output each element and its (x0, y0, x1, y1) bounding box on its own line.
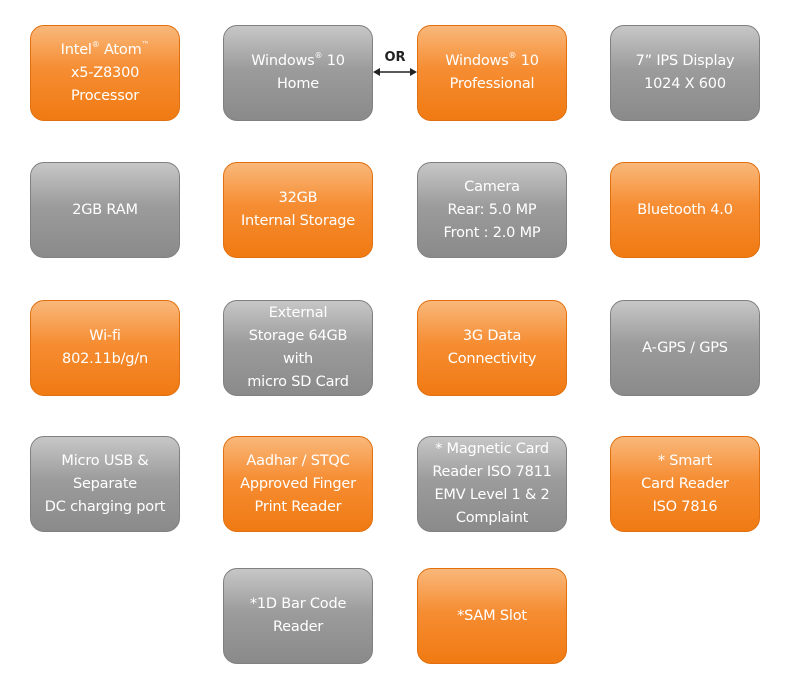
processor-line-1: Intel® Atom™ (60, 39, 150, 58)
camera-label: Camera Rear: 5.0 MP Front : 2.0 MP (444, 176, 541, 245)
wifi-tile: Wi-fi 802.11b/g/n (30, 300, 180, 396)
fingerprint-line-2: Approved Finger (240, 475, 356, 492)
processor-label: Intel® Atom™ x5-Z8300 Processor (61, 39, 150, 108)
sam-slot-line-1: *SAM Slot (457, 607, 527, 624)
windows-home-label: Windows® 10 Home (251, 50, 345, 96)
smart-card-line-2: Card Reader (641, 475, 729, 492)
processor-tile: Intel® Atom™ x5-Z8300 Processor (30, 25, 180, 121)
usb-label: Micro USB & Separate DC charging port (44, 450, 166, 519)
usb-line-3: DC charging port (44, 498, 166, 515)
smart-card-line-3: ISO 7816 (652, 498, 718, 515)
storage-tile: 32GB Internal Storage (223, 162, 373, 258)
wifi-label: Wi-fi 802.11b/g/n (62, 325, 148, 371)
usb-line-2: Separate (72, 475, 138, 492)
trademark-mark: ™ (141, 39, 150, 49)
bluetooth-tile: Bluetooth 4.0 (610, 162, 760, 258)
magnetic-card-line-2: Reader ISO 7811 (432, 464, 552, 480)
ram-line-1: 2GB RAM (72, 201, 138, 218)
data-connectivity-line-2: Connectivity (447, 351, 537, 367)
display-tile: 7” IPS Display 1024 X 600 (610, 25, 760, 121)
or-label: OR (384, 50, 406, 65)
magnetic-card-label: * Magnetic Card Reader ISO 7811 EMV Leve… (432, 438, 552, 530)
usb-tile: Micro USB & Separate DC charging port (30, 436, 180, 532)
magnetic-card-line-1: * Magnetic Card (435, 441, 549, 457)
or-connector-arrow (373, 68, 417, 76)
fingerprint-label: Aadhar / STQC Approved Finger Print Read… (240, 450, 356, 519)
registered-mark: ® (508, 51, 517, 61)
ram-tile: 2GB RAM (30, 162, 180, 258)
sam-slot-tile: *SAM Slot (417, 568, 567, 664)
external-storage-line-3: with (283, 351, 313, 367)
fingerprint-line-3: Print Reader (254, 498, 342, 515)
camera-tile: Camera Rear: 5.0 MP Front : 2.0 MP (417, 162, 567, 258)
bluetooth-line-1: Bluetooth 4.0 (637, 201, 733, 218)
storage-line-1: 32GB (278, 190, 318, 206)
smart-card-label: * Smart Card Reader ISO 7816 (641, 450, 729, 519)
external-storage-line-1: External (268, 305, 328, 321)
barcode-line-2: Reader (272, 619, 324, 635)
processor-line-2: x5-Z8300 (70, 64, 140, 81)
magnetic-card-line-4: Complaint (455, 510, 529, 526)
storage-line-2: Internal Storage (240, 213, 356, 229)
display-line-1: 7” IPS Display (635, 53, 735, 69)
windows-home-tile: Windows® 10 Home (223, 25, 373, 121)
data-connectivity-line-1: 3G Data (462, 328, 522, 344)
registered-mark: ® (314, 51, 323, 61)
windows-home-line-1: Windows® 10 (251, 51, 345, 69)
sam-slot-label: *SAM Slot (457, 605, 527, 628)
usb-line-1: Micro USB & (61, 452, 149, 469)
external-storage-tile: External Storage 64GB with micro SD Card (223, 300, 373, 396)
gps-label: A-GPS / GPS (642, 337, 728, 360)
windows-pro-tile: Windows® 10 Professional (417, 25, 567, 121)
external-storage-line-4: micro SD Card (247, 374, 349, 390)
wifi-line-1: Wi-fi (89, 328, 121, 344)
barcode-line-1: *1D Bar Code (249, 596, 347, 612)
windows-pro-line-2: Professional (449, 76, 535, 92)
storage-label: 32GB Internal Storage (241, 187, 355, 233)
bluetooth-label: Bluetooth 4.0 (637, 199, 733, 222)
smart-card-line-1: * Smart (657, 452, 713, 469)
display-line-2: 1024 X 600 (644, 76, 726, 92)
windows-pro-label: Windows® 10 Professional (445, 50, 539, 96)
magnetic-card-tile: * Magnetic Card Reader ISO 7811 EMV Leve… (417, 436, 567, 532)
barcode-label: *1D Bar Code Reader (249, 593, 347, 639)
data-connectivity-label: 3G Data Connectivity (447, 325, 537, 371)
processor-line-3: Processor (70, 87, 140, 104)
camera-line-3: Front : 2.0 MP (443, 224, 541, 241)
camera-line-2: Rear: 5.0 MP (447, 201, 537, 218)
barcode-tile: *1D Bar Code Reader (223, 568, 373, 664)
windows-home-line-2: Home (276, 76, 319, 92)
data-connectivity-tile: 3G Data Connectivity (417, 300, 567, 396)
ram-label: 2GB RAM (72, 199, 138, 222)
magnetic-card-line-3: EMV Level 1 & 2 (434, 487, 550, 503)
external-storage-label: External Storage 64GB with micro SD Card (247, 302, 349, 394)
wifi-line-2: 802.11b/g/n (62, 351, 148, 367)
external-storage-line-2: Storage 64GB (248, 328, 348, 344)
fingerprint-line-1: Aadhar / STQC (246, 452, 350, 469)
camera-line-1: Camera (464, 178, 520, 195)
windows-pro-line-1: Windows® 10 (445, 51, 539, 69)
display-label: 7” IPS Display 1024 X 600 (636, 50, 735, 96)
gps-tile: A-GPS / GPS (610, 300, 760, 396)
gps-line-1: A-GPS / GPS (642, 339, 728, 356)
registered-mark: ® (91, 39, 100, 49)
smart-card-tile: * Smart Card Reader ISO 7816 (610, 436, 760, 532)
fingerprint-tile: Aadhar / STQC Approved Finger Print Read… (223, 436, 373, 532)
